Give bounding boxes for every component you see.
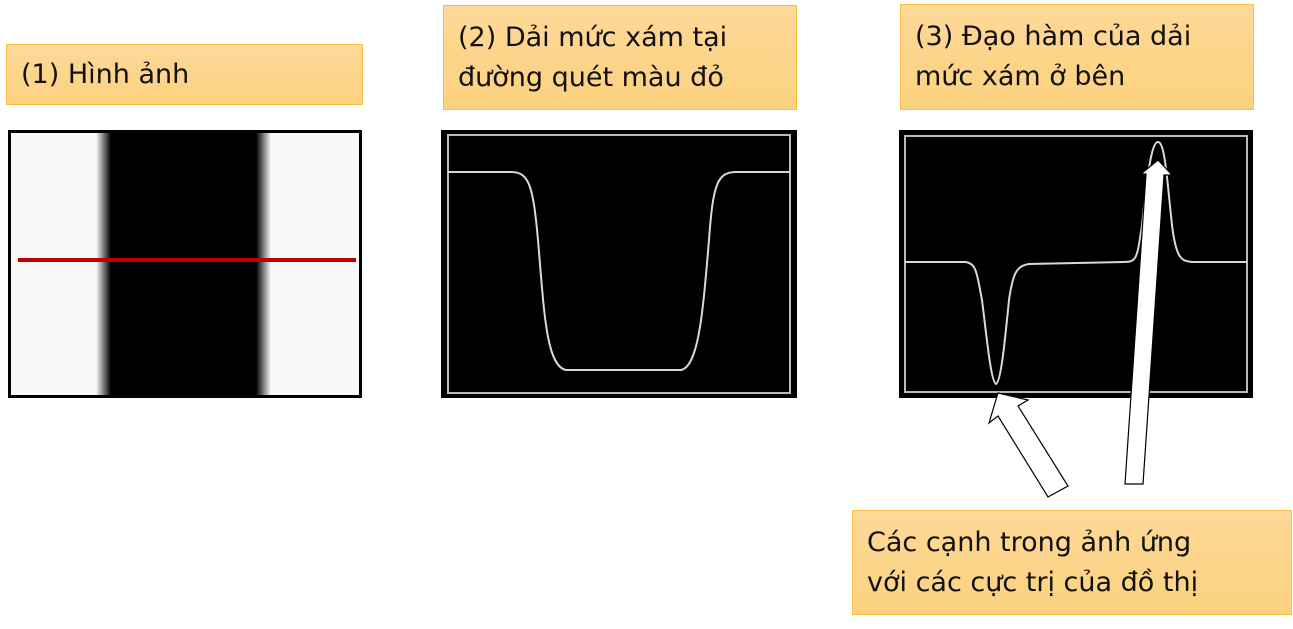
derivative-label-line2: mức xám ở bên [915, 61, 1126, 92]
arrow-to-minimum-icon [987, 392, 1069, 498]
profile-graph-svg [447, 134, 791, 394]
profile-frame [447, 134, 791, 394]
derivative-graph [899, 130, 1253, 398]
derivative-curve [905, 140, 1247, 386]
profile-curve [448, 171, 790, 371]
profile-graph [441, 130, 797, 398]
note-label-line2: với các cực trị của đồ thị [867, 567, 1199, 598]
note-label: Các cạnh trong ảnh ứng với các cực trị c… [852, 510, 1292, 615]
image-label: (1) Hình ảnh [6, 44, 363, 105]
profile-label-line2: đường quét màu đỏ [458, 62, 724, 93]
derivative-label: (3) Đạo hàm của dải mức xám ở bên [900, 4, 1254, 110]
profile-label-line1: (2) Dải mức xám tại [458, 22, 728, 53]
red-scanline [18, 258, 356, 262]
derivative-graph-svg [904, 135, 1248, 393]
image-label-text: (1) Hình ảnh [21, 59, 190, 90]
note-label-line1: Các cạnh trong ảnh ứng [867, 527, 1192, 558]
image-panel [8, 130, 362, 398]
profile-label: (2) Dải mức xám tại đường quét màu đỏ [443, 5, 797, 110]
derivative-frame [904, 135, 1248, 393]
image-content [11, 133, 359, 395]
derivative-label-line1: (3) Đạo hàm của dải [915, 21, 1192, 52]
